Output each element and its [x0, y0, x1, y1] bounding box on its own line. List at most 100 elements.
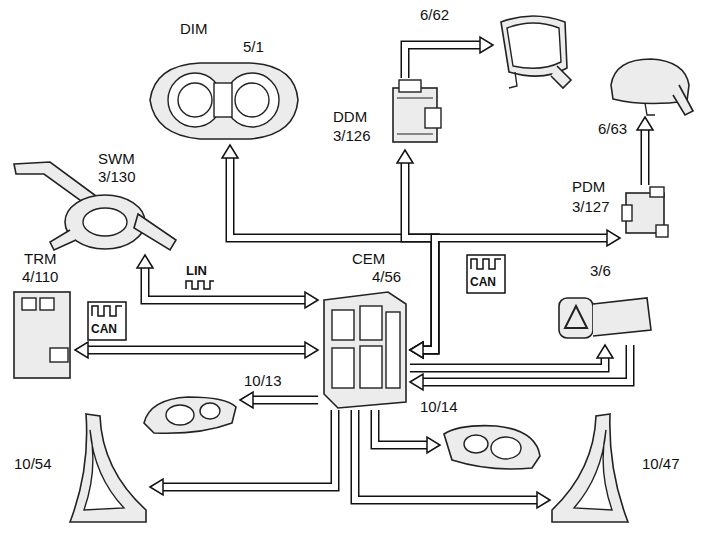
control-module: PDM3/127	[620, 185, 670, 240]
module-name: SWM	[98, 150, 135, 167]
arrow-head	[222, 145, 238, 158]
headlamp-illustration	[140, 393, 240, 438]
module-name: DDM	[333, 108, 367, 125]
tail-lamp: 10/54	[60, 410, 150, 525]
headlamp: 10/14	[440, 420, 545, 475]
module-name: DIM	[180, 20, 208, 37]
arrow-head	[240, 392, 253, 408]
arrow-head	[637, 117, 653, 130]
arrow-head	[480, 37, 493, 53]
callout-number: 4/110	[22, 268, 58, 285]
instrument-cluster-illustration	[140, 55, 305, 145]
connector	[410, 230, 620, 358]
steering-wheel-module-illustration	[10, 160, 180, 255]
headlamp-illustration	[440, 420, 545, 475]
central-electronic-module-illustration	[318, 290, 410, 410]
door-mirror: 6/62	[493, 10, 573, 90]
tail-lamp: 10/47	[550, 410, 635, 525]
callout-number: 6/63	[598, 120, 627, 137]
tail-lamp-illustration	[550, 410, 635, 525]
callout-number: 10/54	[14, 455, 52, 472]
trailer-module: TRM4/110	[10, 288, 75, 383]
connector	[355, 410, 550, 508]
connector-outline	[421, 238, 609, 350]
connector-outline	[145, 266, 307, 300]
callout-number: 3/130	[98, 168, 136, 185]
connector	[240, 392, 318, 408]
arrow-head	[427, 437, 440, 453]
steering-wheel-module: SWM3/130	[10, 160, 180, 255]
connector	[410, 345, 613, 368]
connector-outline	[421, 345, 630, 382]
instrument-cluster: DIM5/1	[140, 55, 305, 145]
module-name: CEM	[352, 250, 385, 267]
arrow-head	[410, 342, 423, 358]
connector-outline	[251, 396, 318, 405]
connector-outline	[86, 346, 307, 355]
module-name: PDM	[572, 178, 605, 195]
callout-number: 4/56	[372, 268, 401, 285]
tail-lamp-illustration	[60, 410, 150, 525]
callout-number: 5/1	[243, 38, 264, 55]
hazard-switch-illustration	[555, 290, 655, 345]
callout-number: 6/62	[420, 6, 449, 23]
arrow-head	[137, 255, 153, 268]
arrow-head	[305, 342, 318, 358]
callout-number: 3/126	[333, 127, 371, 144]
connector	[637, 117, 653, 185]
control-module: DDM3/126	[385, 78, 445, 150]
headlamp: 10/13	[140, 393, 240, 438]
connector-fill	[405, 45, 482, 78]
arrow-head	[75, 342, 88, 358]
callout-number: 10/14	[420, 398, 458, 415]
callout-number: 3/6	[590, 262, 611, 279]
arrow-head	[410, 342, 423, 358]
callout-number: 3/127	[572, 198, 610, 215]
arrow-head	[150, 479, 163, 495]
control-module-illustration	[620, 185, 670, 240]
connector-outline	[375, 410, 429, 445]
door-mirror: 6/63	[605, 55, 695, 117]
module-name: TRM	[24, 250, 57, 267]
arrow-head	[305, 292, 318, 308]
connector-fill	[86, 347, 307, 353]
arrow-head	[597, 345, 613, 358]
door-mirror-illustration	[605, 55, 695, 117]
connector	[405, 37, 493, 78]
trailer-module-illustration	[10, 288, 75, 383]
connector-fill	[145, 266, 307, 300]
connector-fill	[421, 238, 609, 350]
connector	[75, 342, 318, 358]
connector-fill	[355, 410, 539, 500]
connector-outline	[641, 128, 650, 185]
can-symbol	[467, 255, 505, 293]
arrow-head	[607, 230, 620, 246]
bus-name: LIN	[186, 264, 207, 278]
can-symbol	[88, 302, 126, 340]
connector-outline	[405, 45, 482, 78]
arrow-head	[410, 374, 423, 390]
arrow-head	[410, 342, 423, 358]
connector	[410, 345, 630, 390]
bus-name: CAN	[91, 322, 117, 336]
connector	[375, 410, 440, 453]
can-wave	[471, 259, 501, 269]
connector-outline	[355, 410, 539, 500]
arrow-head	[397, 150, 413, 163]
connector	[137, 255, 318, 308]
control-module-illustration	[385, 78, 445, 150]
central-electronic-module: CEM4/56	[318, 290, 410, 410]
callout-number: 10/13	[244, 372, 282, 389]
connector-fill	[421, 345, 630, 382]
hazard-switch: 3/6	[555, 290, 655, 345]
connector-fill	[642, 128, 648, 185]
connector-fill	[375, 410, 429, 445]
connector-fill	[410, 356, 605, 368]
connector-fill	[251, 397, 318, 403]
arrow-head	[537, 492, 550, 508]
connector-outline	[410, 356, 605, 368]
lin-wave	[186, 281, 214, 289]
door-mirror-illustration	[493, 10, 573, 90]
can-wave	[92, 306, 122, 316]
bus-name: CAN	[470, 275, 496, 289]
